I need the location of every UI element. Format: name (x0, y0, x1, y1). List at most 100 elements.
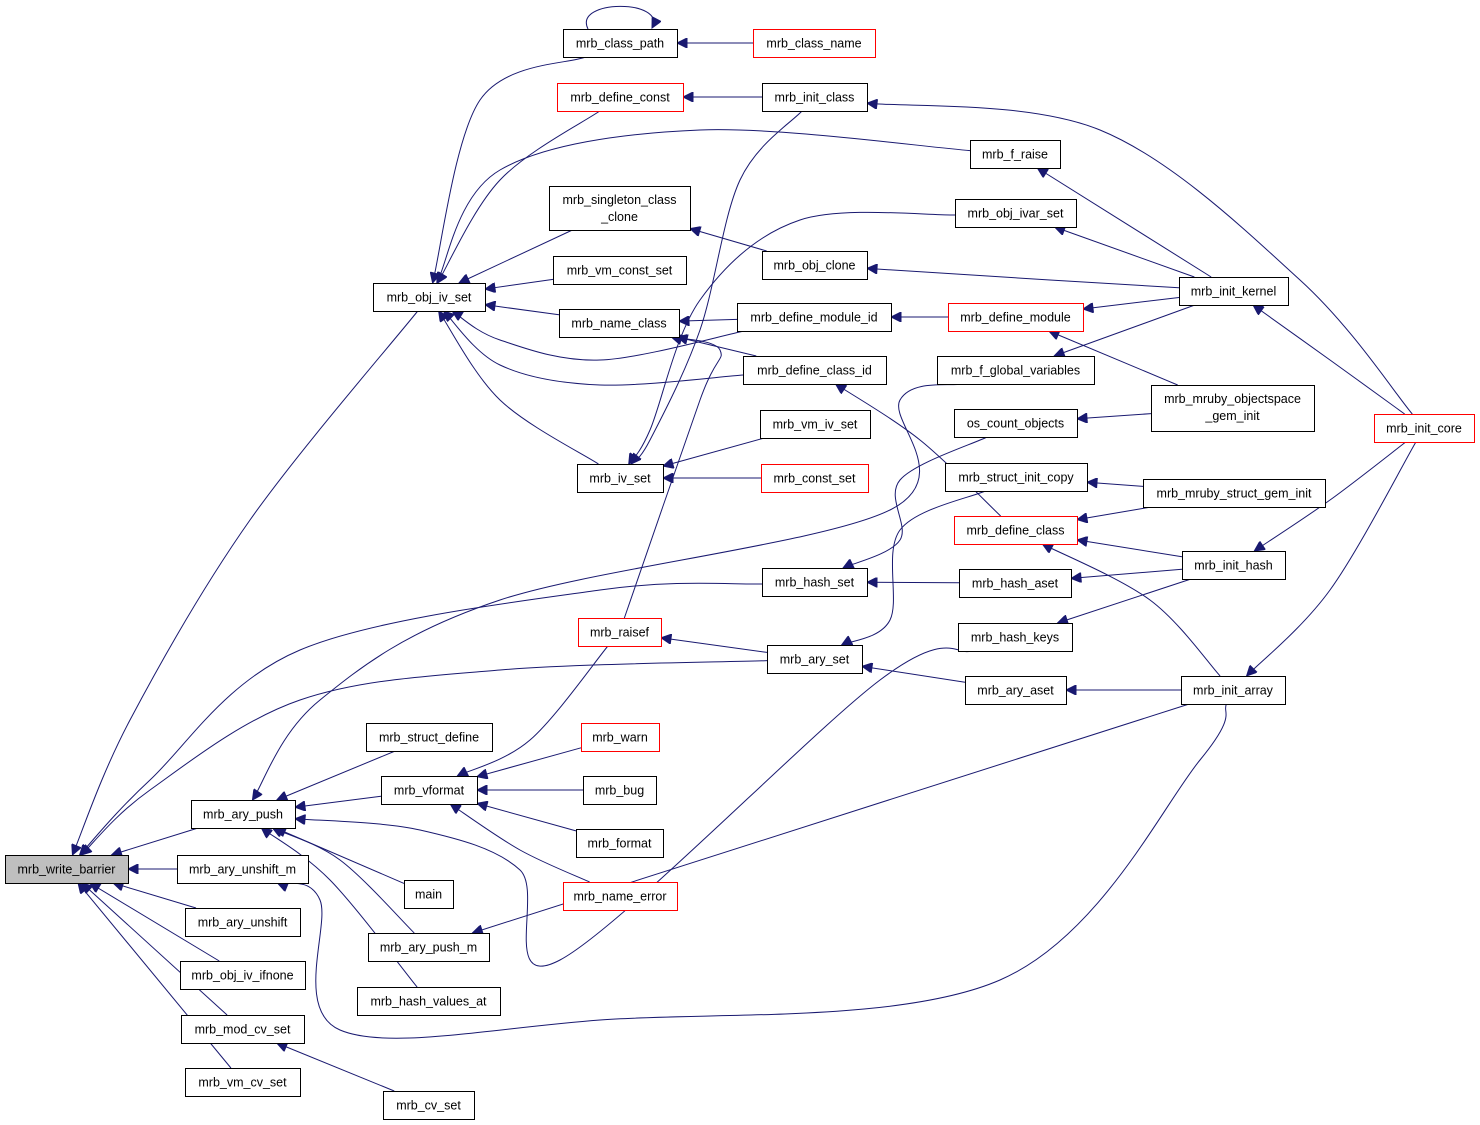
node-struct-gem-init[interactable]: mrb_mruby_struct_gem_init (1143, 479, 1326, 508)
node-label: mrb_define_module_id (750, 311, 877, 325)
edge-obj-iv-set-to-write-barrier (72, 310, 419, 855)
node-hash-values-at[interactable]: mrb_hash_values_at (357, 987, 501, 1016)
node-box (549, 186, 691, 231)
node-obj-iv-ifnone[interactable]: mrb_obj_iv_ifnone (180, 961, 306, 990)
node-class-path[interactable]: mrb_class_path (563, 29, 678, 58)
node-label: mrb_raisef (590, 626, 650, 640)
node-vm-iv-set[interactable]: mrb_vm_iv_set (760, 410, 871, 439)
node-box (576, 829, 664, 858)
node-name-class[interactable]: mrb_name_class (559, 309, 680, 338)
node-hash-aset[interactable]: mrb_hash_aset (959, 569, 1072, 598)
node-label: mrb_ary_aset (977, 684, 1054, 698)
node-bug[interactable]: mrb_bug (583, 776, 657, 805)
node-ary-unshift-m[interactable]: mrb_ary_unshift_m (177, 855, 309, 884)
node-ary-unshift[interactable]: mrb_ary_unshift (185, 908, 301, 937)
node-init-hash[interactable]: mrb_init_hash (1182, 551, 1286, 580)
edge-init-kernel-to-f-global-variables (1054, 304, 1196, 356)
node-obj-iv-set[interactable]: mrb_obj_iv_set (373, 283, 486, 312)
edge-ary-set-to-raisef (661, 638, 768, 653)
node-singleton-class-clone[interactable]: mrb_singleton_class _clone (549, 186, 691, 231)
node-main[interactable]: main (404, 880, 454, 909)
node-label: mrb_const_set (774, 472, 857, 486)
node-hash-set[interactable]: mrb_hash_set (762, 568, 868, 597)
node-label: mrb_ary_push (203, 808, 283, 822)
node-vm-cv-set[interactable]: mrb_vm_cv_set (185, 1068, 301, 1097)
node-label: mrb_ary_unshift (198, 916, 288, 930)
node-name-error[interactable]: mrb_name_error (563, 882, 678, 911)
node-label-line2: _clone (600, 210, 638, 224)
node-mod-cv-set[interactable]: mrb_mod_cv_set (181, 1015, 305, 1044)
node-struct-define[interactable]: mrb_struct_define (366, 723, 493, 752)
edge-hash-values-at-to-ary-push (261, 828, 418, 988)
node-label: mrb_singleton_class (563, 193, 677, 207)
edge-objectspace-gem-init-to-os-count-objects (1077, 414, 1152, 419)
node-box (557, 83, 684, 112)
node-label: mrb_f_global_variables (951, 364, 1080, 378)
node-label: mrb_init_kernel (1191, 285, 1276, 299)
node-obj-ivar-set[interactable]: mrb_obj_ivar_set (955, 199, 1077, 228)
node-f-raise[interactable]: mrb_f_raise (970, 140, 1061, 169)
node-vformat[interactable]: mrb_vformat (381, 776, 478, 805)
edge-iv-set-to-obj-iv-set (439, 311, 599, 465)
node-label: mrb_mruby_objectspace (1164, 392, 1301, 406)
node-ary-set[interactable]: mrb_ary_set (767, 645, 863, 674)
node-raisef[interactable]: mrb_raisef (578, 618, 662, 647)
node-class-name[interactable]: mrb_class_name (753, 29, 876, 58)
edge-define-module-id-to-obj-iv-set (452, 311, 745, 361)
node-init-core[interactable]: mrb_init_core (1374, 414, 1475, 443)
node-format[interactable]: mrb_format (576, 829, 664, 858)
edge-ary-unshift-to-write-barrier (113, 883, 197, 909)
node-struct-init-copy[interactable]: mrb_struct_init_copy (945, 463, 1088, 492)
node-label: mrb_ary_set (780, 653, 850, 667)
node-label: mrb_obj_iv_ifnone (191, 969, 293, 983)
node-box (185, 1068, 301, 1097)
edge-ary-push-to-write-barrier (111, 827, 199, 855)
node-write-barrier[interactable]: mrb_write_barrier (5, 855, 129, 884)
node-label: mrb_obj_ivar_set (968, 207, 1064, 221)
node-label: mrb_hash_aset (972, 577, 1059, 591)
node-ary-aset[interactable]: mrb_ary_aset (965, 676, 1067, 705)
node-box (767, 645, 863, 674)
node-box (743, 356, 887, 385)
node-obj-clone[interactable]: mrb_obj_clone (762, 251, 868, 280)
node-box (553, 256, 687, 285)
node-box (381, 776, 478, 805)
node-box (954, 409, 1078, 438)
node-init-kernel[interactable]: mrb_init_kernel (1179, 277, 1289, 306)
node-init-array[interactable]: mrb_init_array (1181, 676, 1286, 705)
edge-define-module-id-to-name-class (679, 319, 738, 321)
node-label: mrb_define_class (967, 524, 1065, 538)
node-box (185, 908, 301, 937)
node-os-count-objects[interactable]: os_count_objects (954, 409, 1078, 438)
node-f-global-variables[interactable]: mrb_f_global_variables (937, 356, 1095, 385)
node-box (1182, 551, 1286, 580)
edge-raisef-to-name-class (623, 337, 722, 619)
node-vm-const-set[interactable]: mrb_vm_const_set (553, 256, 687, 285)
node-label: mrb_class_name (766, 37, 861, 51)
node-const-set[interactable]: mrb_const_set (761, 464, 869, 493)
node-box (559, 309, 680, 338)
node-iv-set[interactable]: mrb_iv_set (577, 464, 664, 493)
node-init-class[interactable]: mrb_init_class (762, 83, 868, 112)
node-ary-push[interactable]: mrb_ary_push (191, 800, 296, 829)
edge-obj-clone-to-singleton-class-clone (690, 229, 767, 252)
node-label: mrb_bug (595, 784, 644, 798)
node-define-const[interactable]: mrb_define_const (557, 83, 684, 112)
node-label: mrb_init_hash (1194, 559, 1273, 573)
node-ary-push-m[interactable]: mrb_ary_push_m (368, 933, 490, 962)
edge-define-class-id-to-obj-iv-set (444, 311, 744, 386)
node-define-class-id[interactable]: mrb_define_class_id (743, 356, 887, 385)
node-label: mrb_obj_clone (774, 259, 856, 273)
edge-name-error-to-vformat (450, 804, 590, 883)
node-define-class[interactable]: mrb_define_class (954, 516, 1078, 545)
node-box (357, 987, 501, 1016)
node-define-module[interactable]: mrb_define_module (948, 303, 1084, 332)
node-define-module-id[interactable]: mrb_define_module_id (737, 303, 892, 332)
node-label: mrb_vm_iv_set (773, 418, 858, 432)
node-hash-keys[interactable]: mrb_hash_keys (958, 623, 1073, 652)
node-objectspace-gem-init[interactable]: mrb_mruby_objectspace_gem_init (1151, 385, 1315, 432)
node-cv-set[interactable]: mrb_cv_set (383, 1091, 475, 1120)
node-box (191, 800, 296, 829)
node-warn[interactable]: mrb_warn (581, 723, 660, 752)
